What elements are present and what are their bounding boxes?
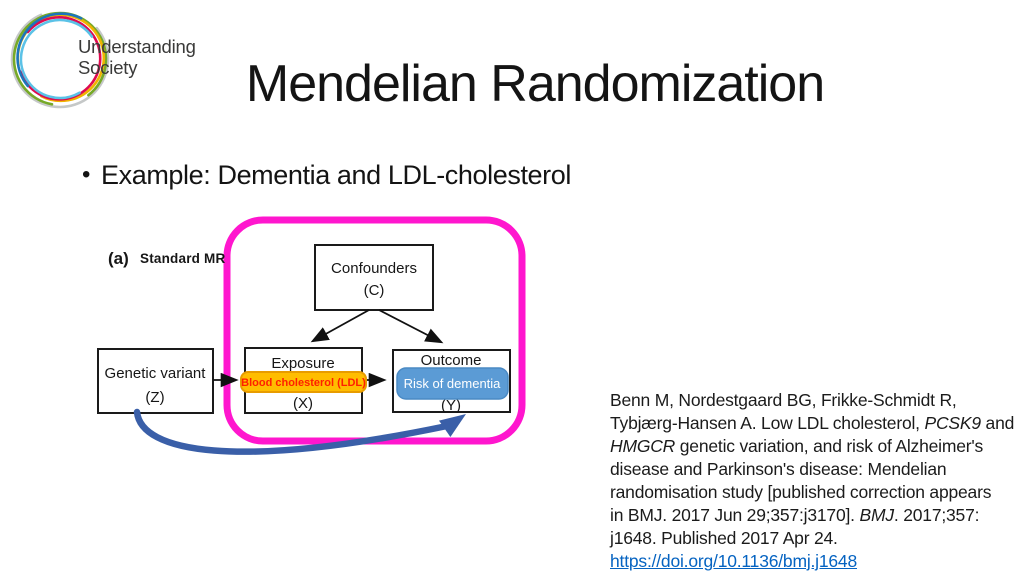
understanding-society-logo: Understanding Society [0, 0, 230, 130]
citation-line: https://doi.org/10.1136/bmj.j1648 [610, 550, 1024, 573]
mr-diagram: (a) Standard MR Confounders (C) Genetic … [85, 210, 555, 480]
outcome-symbol: (Y) [441, 397, 461, 414]
outcome-overlay: Risk of dementia [396, 367, 509, 400]
bullet-line: • Example: Dementia and LDL-cholesterol [82, 160, 571, 191]
citation-line: disease and Parkinson's disease: Mendeli… [610, 458, 1024, 481]
exposure-overlay-label: Blood cholesterol (LDL) [241, 377, 366, 389]
outcome-overlay-label: Risk of dementia [404, 376, 502, 391]
arrow-genetic-to-outcome-curve [133, 408, 451, 455]
citation-line: randomisation study [published correctio… [610, 481, 1024, 504]
exposure-overlay: Blood cholesterol (LDL) [240, 371, 367, 393]
doi-link[interactable]: https://doi.org/10.1136/bmj.j1648 [610, 551, 857, 571]
citation-line: HMGCR genetic variation, and risk of Alz… [610, 435, 1024, 458]
logo-word-2: Society [78, 57, 138, 78]
citation-line: in BMJ. 2017 Jun 29;357:j3170]. BMJ. 201… [610, 504, 1024, 527]
citation-segment: Tybjærg-Hansen A. Low LDL cholesterol, [610, 413, 925, 433]
panel-title: Standard MR [140, 251, 226, 266]
confounders-box: Confounders (C) [314, 244, 434, 311]
bullet-marker: • [82, 161, 91, 188]
citation-segment: genetic variation, and risk of Alzheimer… [675, 436, 984, 456]
citation-segment: randomisation study [published correctio… [610, 482, 992, 502]
arrow-confounders-to-exposure [310, 309, 370, 343]
citation-line: Tybjærg-Hansen A. Low LDL cholesterol, P… [610, 412, 1024, 435]
citation-segment: j1648. Published 2017 Apr 24. [610, 528, 838, 548]
logo-wordmark: Understanding Society [78, 36, 196, 78]
citation-segment: Benn M, Nordestgaard BG, Frikke-Schmidt … [610, 390, 957, 410]
citation-segment: and [980, 413, 1015, 433]
citation-italic-segment: PCSK9 [924, 413, 982, 433]
page-title: Mendelian Randomization [245, 55, 825, 113]
exposure-label: Exposure [271, 355, 334, 372]
citation-segment: disease and Parkinson's disease: Mendeli… [610, 459, 947, 479]
logo-rings-icon [10, 9, 110, 109]
exposure-symbol: (X) [293, 395, 313, 412]
citation-segment: in BMJ. 2017 Jun 29;357:j3170]. [610, 505, 860, 525]
genetic-variant-symbol: (Z) [145, 389, 164, 406]
citation-italic-segment: HMGCR [610, 436, 676, 456]
citation-line: j1648. Published 2017 Apr 24. [610, 527, 1024, 550]
confounders-label: Confounders [331, 260, 417, 277]
logo-word-1: Understanding [78, 36, 196, 57]
citation-line: Benn M, Nordestgaard BG, Frikke-Schmidt … [610, 389, 1024, 412]
arrow-confounders-to-outcome [378, 309, 444, 344]
citation-segment: . 2017;357: [893, 505, 980, 525]
arrow-genetic-to-outcome-head [439, 414, 466, 437]
confounders-symbol: (C) [364, 282, 385, 299]
panel-label: (a) [108, 249, 129, 268]
genetic-variant-label: Genetic variant [105, 365, 207, 382]
citation-italic-segment: BMJ [859, 505, 894, 525]
genetic-variant-box: Genetic variant (Z) [97, 348, 214, 414]
bullet-text: Example: Dementia and LDL-cholesterol [101, 160, 571, 190]
citation-text: Benn M, Nordestgaard BG, Frikke-Schmidt … [610, 389, 1024, 573]
outcome-label: Outcome [421, 352, 482, 369]
